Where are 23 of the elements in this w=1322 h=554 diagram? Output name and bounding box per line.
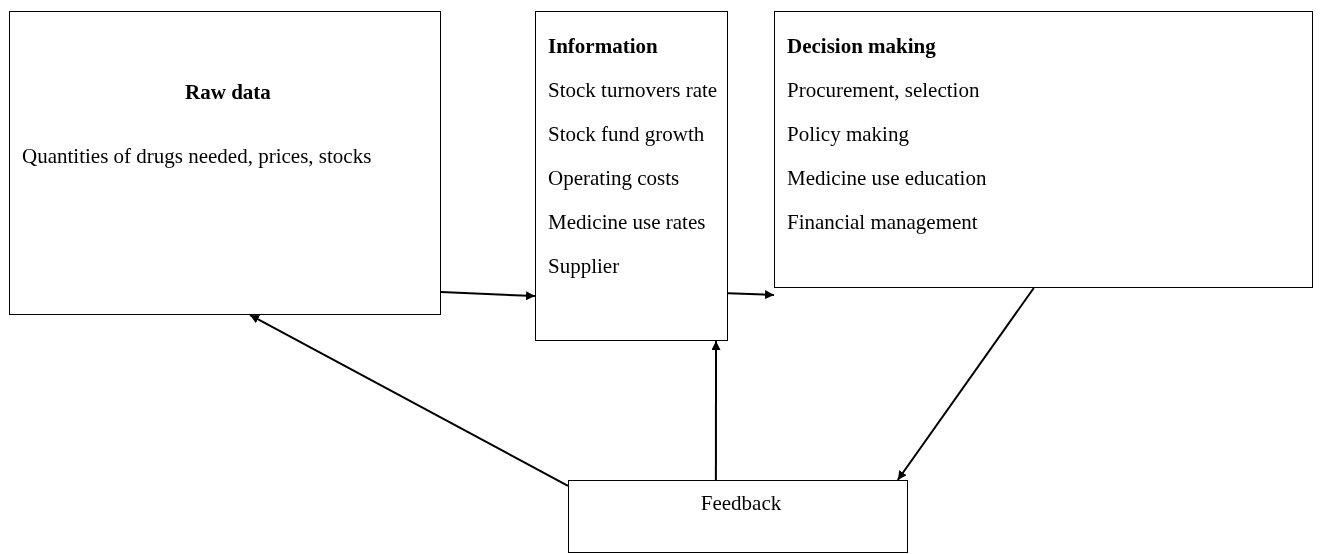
- arrow: [711, 340, 721, 481]
- box-text: Medicine use education: [787, 165, 988, 192]
- arrow: [440, 290, 536, 301]
- box-text: Operating costs: [548, 165, 681, 192]
- process-box: [568, 480, 908, 553]
- arrow: [727, 290, 775, 300]
- box-heading: Raw data: [184, 79, 272, 106]
- box-text: Supplier: [548, 253, 621, 280]
- box-text: Policy making: [787, 121, 910, 148]
- box-text: Quantities of drugs needed, prices, stocks: [22, 143, 373, 170]
- process-box: [535, 11, 728, 341]
- process-box: [9, 11, 441, 315]
- box-heading: Decision making: [787, 33, 937, 60]
- box-text: Feedback: [699, 490, 783, 517]
- process-box: [774, 11, 1313, 288]
- box-text: Stock fund growth: [548, 121, 706, 148]
- arrow: [249, 314, 569, 487]
- arrow: [896, 287, 1035, 481]
- box-text: Medicine use rates: [548, 209, 707, 236]
- box-heading: Information: [548, 33, 659, 60]
- box-text: Financial management: [787, 209, 979, 236]
- box-text: Procurement, selection: [787, 77, 981, 104]
- box-text: Stock turnovers rate: [548, 77, 719, 104]
